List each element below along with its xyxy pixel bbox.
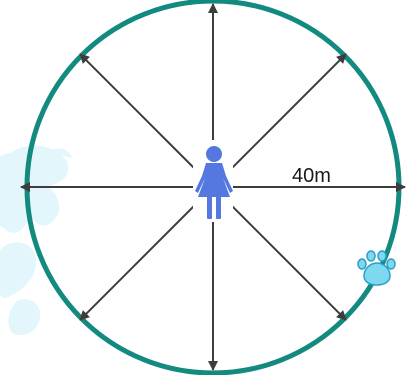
paw-print-icon bbox=[358, 251, 395, 285]
radius-label: 40m bbox=[292, 165, 331, 187]
